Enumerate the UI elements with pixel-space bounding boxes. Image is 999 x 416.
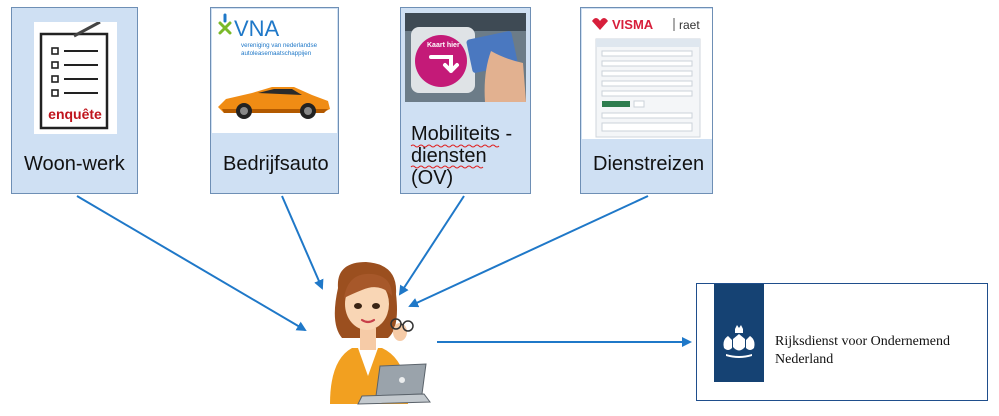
coat-of-arms-icon bbox=[723, 325, 755, 358]
source-box-bedrijfsauto: VNA vereniging van nederlandse autolease… bbox=[210, 7, 339, 194]
survey-icon: enquête bbox=[34, 22, 117, 134]
source-label: Woon-werk bbox=[24, 153, 125, 175]
ov-card-reader: Kaart hier bbox=[405, 13, 526, 102]
lease-car-logo: VNA vereniging van nederlandse autolease… bbox=[212, 9, 337, 133]
source-label: Bedrijfsauto bbox=[223, 153, 329, 175]
arrow-woon-werk bbox=[76, 195, 307, 332]
source-box-mobiliteitsdiensten: Kaart hier Mobiliteits - diensten (OV) bbox=[400, 7, 531, 194]
visma-logo-icon bbox=[592, 18, 608, 30]
arrow-bedrijfsauto bbox=[281, 195, 324, 290]
source-box-dienstreizen: VISMA raet Dienstreizen bbox=[580, 7, 713, 194]
vna-logo-icon bbox=[218, 13, 232, 35]
car-icon bbox=[218, 87, 330, 119]
rvo-emblem-bar bbox=[714, 284, 764, 382]
ov-card-text: Kaart hier bbox=[427, 42, 460, 49]
vna-logo-subtitle: vereniging van nederlandse bbox=[241, 42, 318, 49]
source-label: Dienstreizen bbox=[593, 153, 705, 175]
vna-logo-text: VNA bbox=[234, 16, 280, 41]
source-box-woon-werk: enquête Woon-werk bbox=[11, 7, 138, 194]
spellcheck-underline bbox=[410, 144, 500, 169]
visma-logo-text: VISMA bbox=[612, 17, 654, 32]
arrow-mobiliteitsdiensten bbox=[398, 195, 465, 296]
rvo-name-line-1: Rijksdienst voor Ondernemend bbox=[775, 334, 950, 349]
raet-logo-text: raet bbox=[679, 18, 700, 32]
rvo-name-line-2: Nederland bbox=[775, 352, 834, 367]
arrow-dienstreizen bbox=[408, 195, 649, 308]
source-label-line-2: diensten bbox=[411, 145, 487, 167]
source-label-line-1: Mobiliteits - bbox=[411, 123, 513, 145]
survey-label: enquête bbox=[48, 106, 102, 122]
source-label-line-3: (OV) bbox=[411, 167, 454, 189]
rvo-logo-box: Rijksdienst voor Ondernemend Nederland bbox=[696, 283, 988, 401]
visma-raet-form: VISMA raet bbox=[582, 9, 712, 139]
svg-text:autoleasemaatschappijen: autoleasemaatschappijen bbox=[241, 50, 312, 57]
